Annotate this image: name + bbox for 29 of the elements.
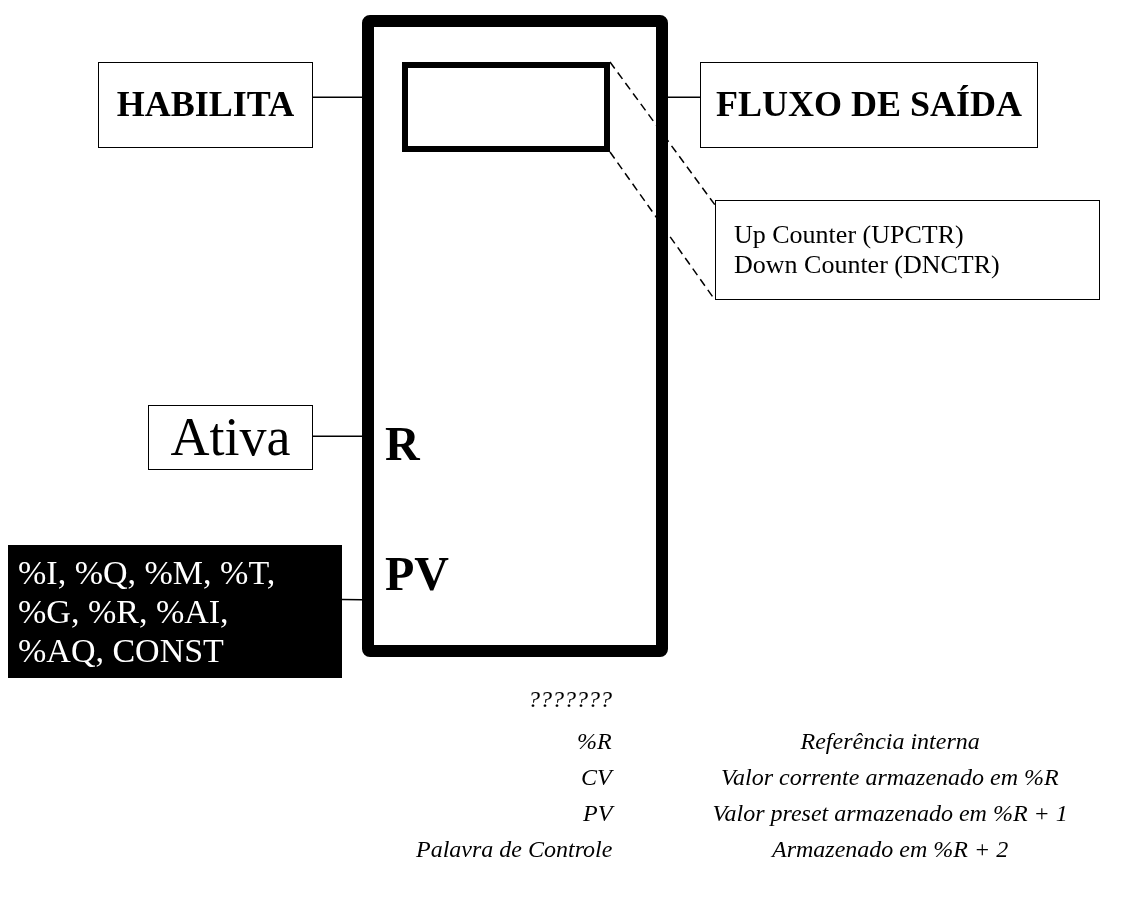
operand-list: %I, %Q, %M, %T, %G, %R, %AI, %AQ, CONST (18, 552, 308, 671)
box-text: Down Counter (DNCTR) (734, 250, 1000, 280)
term-text: ??????? (528, 686, 612, 713)
pin-label: PV (385, 550, 449, 598)
input-label-box (148, 405, 313, 470)
connector-line (341, 598, 363, 601)
input-label-box (98, 62, 313, 148)
term-text: Palavra de Controle (416, 836, 613, 863)
description-text: Valor preset armazenado em %R + 1 (712, 800, 1068, 827)
connector-line (312, 435, 363, 437)
function-block (362, 15, 668, 657)
term-text: %R (577, 728, 612, 755)
display-box (402, 62, 610, 152)
input-types-box (8, 545, 342, 678)
connector-line (312, 96, 363, 98)
term-text: CV (581, 764, 612, 791)
description-text: Referência interna (800, 728, 980, 755)
callout-box (715, 200, 1100, 300)
leader-line (609, 61, 716, 206)
box-text: Ativa (170, 406, 291, 469)
description-text: Valor corrente armazenado em %R (721, 764, 1059, 791)
description-text: Armazenado em %R + 2 (772, 836, 1009, 863)
box-text: HABILITA (116, 84, 295, 126)
term-text: PV (583, 800, 613, 827)
output-label-box (700, 62, 1038, 148)
box-text: Up Counter (UPCTR) (734, 220, 965, 250)
box-text: FLUXO DE SAÍDA (715, 84, 1022, 126)
connector-line (667, 96, 701, 98)
pin-label: R (385, 420, 420, 468)
